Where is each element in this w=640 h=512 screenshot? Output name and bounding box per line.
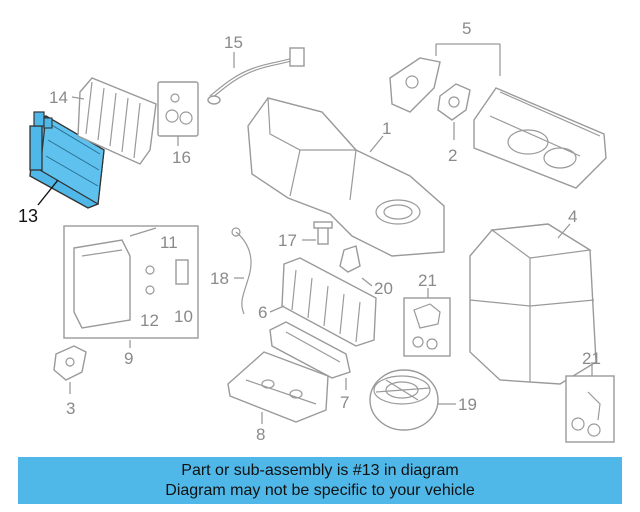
callout-18: 18 [210,269,229,288]
parts-diagram: 13 14 16 15 1 [18,19,615,444]
part-1-main-housing[interactable] [247,97,445,257]
callout-12: 12 [140,311,159,330]
part-5-actuator-a[interactable] [389,57,441,113]
callout-1: 1 [382,119,391,138]
callout-21-b: 21 [582,349,601,368]
part-6-cabin-filter[interactable] [281,257,377,347]
part-5-upper-duct[interactable] [473,87,607,189]
callout-13: 13 [18,206,38,226]
part-18-hose[interactable] [231,227,252,315]
part-4-housing[interactable] [469,223,597,385]
callout-4: 4 [568,207,577,226]
callout-5: 5 [462,19,471,38]
callout-6: 6 [258,303,267,322]
callout-10: 10 [174,307,193,326]
callout-7: 7 [340,393,349,412]
callout-21-a: 21 [418,271,437,290]
banner-line-1: Part or sub-assembly is #13 in diagram [181,461,459,479]
part-9-kit-box[interactable] [63,225,199,339]
part-3-sensor[interactable] [53,345,87,381]
callout-8: 8 [256,425,265,444]
callout-13-leader [37,179,59,206]
callout-14: 14 [49,88,68,107]
part-16-o-rings[interactable] [157,81,199,137]
part-14-evaporator[interactable] [77,77,157,165]
part-8-tray[interactable] [227,351,329,423]
callout-11: 11 [160,233,178,252]
part-15-pipes[interactable] [207,47,305,105]
callout-2: 2 [448,146,457,165]
callout-19: 19 [458,395,477,414]
part-21-mounts-b[interactable] [565,375,615,443]
info-banner: Part or sub-assembly is #13 in diagram D… [18,457,622,504]
part-20-clip[interactable] [339,245,361,273]
callout-5-bracket [435,43,501,76]
callout-16: 16 [172,148,191,167]
callout-15: 15 [224,33,243,52]
part-21-mounts-a[interactable] [403,297,451,357]
part-2-actuator[interactable] [437,83,471,121]
part-7-filter-cover[interactable] [269,321,351,379]
callout-9: 9 [124,349,133,368]
part-13-heater-core[interactable] [29,111,105,209]
banner-line-2: Diagram may not be specific to your vehi… [165,481,475,499]
part-19-blower-motor[interactable] [369,369,439,431]
callout-20: 20 [374,279,393,298]
part-17-bolt[interactable] [313,221,333,245]
callout-17: 17 [278,231,297,250]
callout-3: 3 [66,399,75,418]
